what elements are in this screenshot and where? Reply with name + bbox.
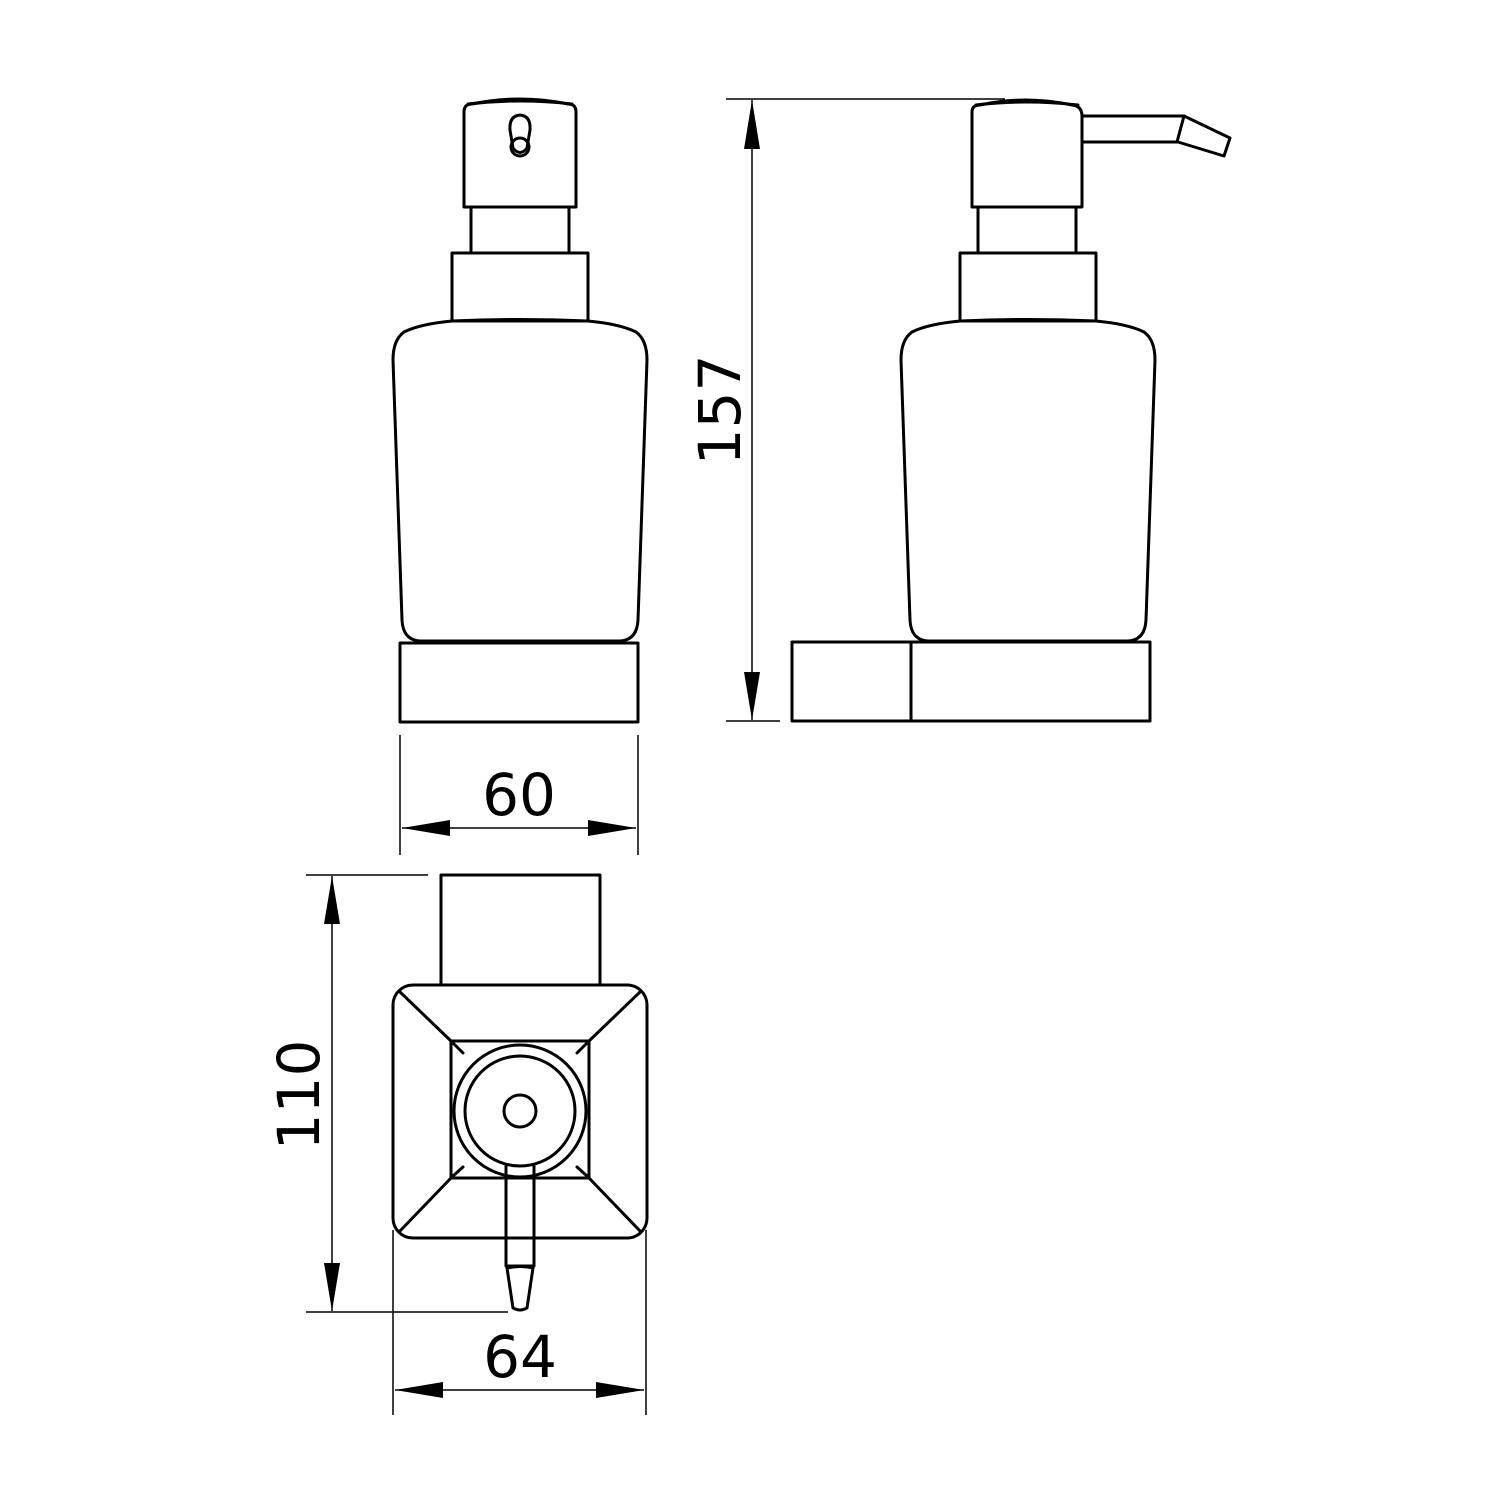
pump-center <box>502 1093 538 1129</box>
side-view <box>790 98 1232 723</box>
spout-tip-top <box>505 1265 535 1312</box>
pump-collar <box>450 251 590 323</box>
dimension-label-110: 110 <box>265 1040 333 1151</box>
pump-collar-side <box>958 251 1098 323</box>
pump-head-inner-ring <box>463 1054 577 1168</box>
dimension-label-157: 157 <box>686 355 754 466</box>
pump-head-outer-ring <box>452 1043 588 1179</box>
front-view <box>391 97 649 724</box>
pump-stem-side <box>976 205 1078 255</box>
pump-spout <box>1080 114 1232 158</box>
bottle-outline-top <box>391 983 649 1240</box>
dimension-label-64: 64 <box>483 1323 557 1391</box>
dimension-top-width: 64 <box>392 1230 647 1415</box>
spout-top <box>504 1164 536 1268</box>
wall-plate <box>439 873 602 987</box>
pump-head <box>462 97 578 209</box>
pump-head-cap-line <box>974 100 1080 107</box>
pump-head-cap-line <box>466 99 574 106</box>
bottle-body <box>391 318 649 643</box>
top-view <box>391 873 649 1312</box>
pump-head-side <box>970 98 1084 209</box>
dimension-front-width: 60 <box>399 735 639 855</box>
dimension-top-depth: 110 <box>265 874 508 1313</box>
dimension-total-height: 157 <box>686 98 1005 722</box>
nozzle-opening-icon <box>508 113 532 154</box>
pump-stem <box>469 205 571 255</box>
base-block <box>398 641 640 724</box>
spout-joint <box>1175 114 1186 144</box>
bottle-body-side <box>899 318 1157 643</box>
nozzle-hole <box>509 136 531 158</box>
wall-mount-base <box>790 640 1152 723</box>
dimension-label-60: 60 <box>482 761 556 829</box>
